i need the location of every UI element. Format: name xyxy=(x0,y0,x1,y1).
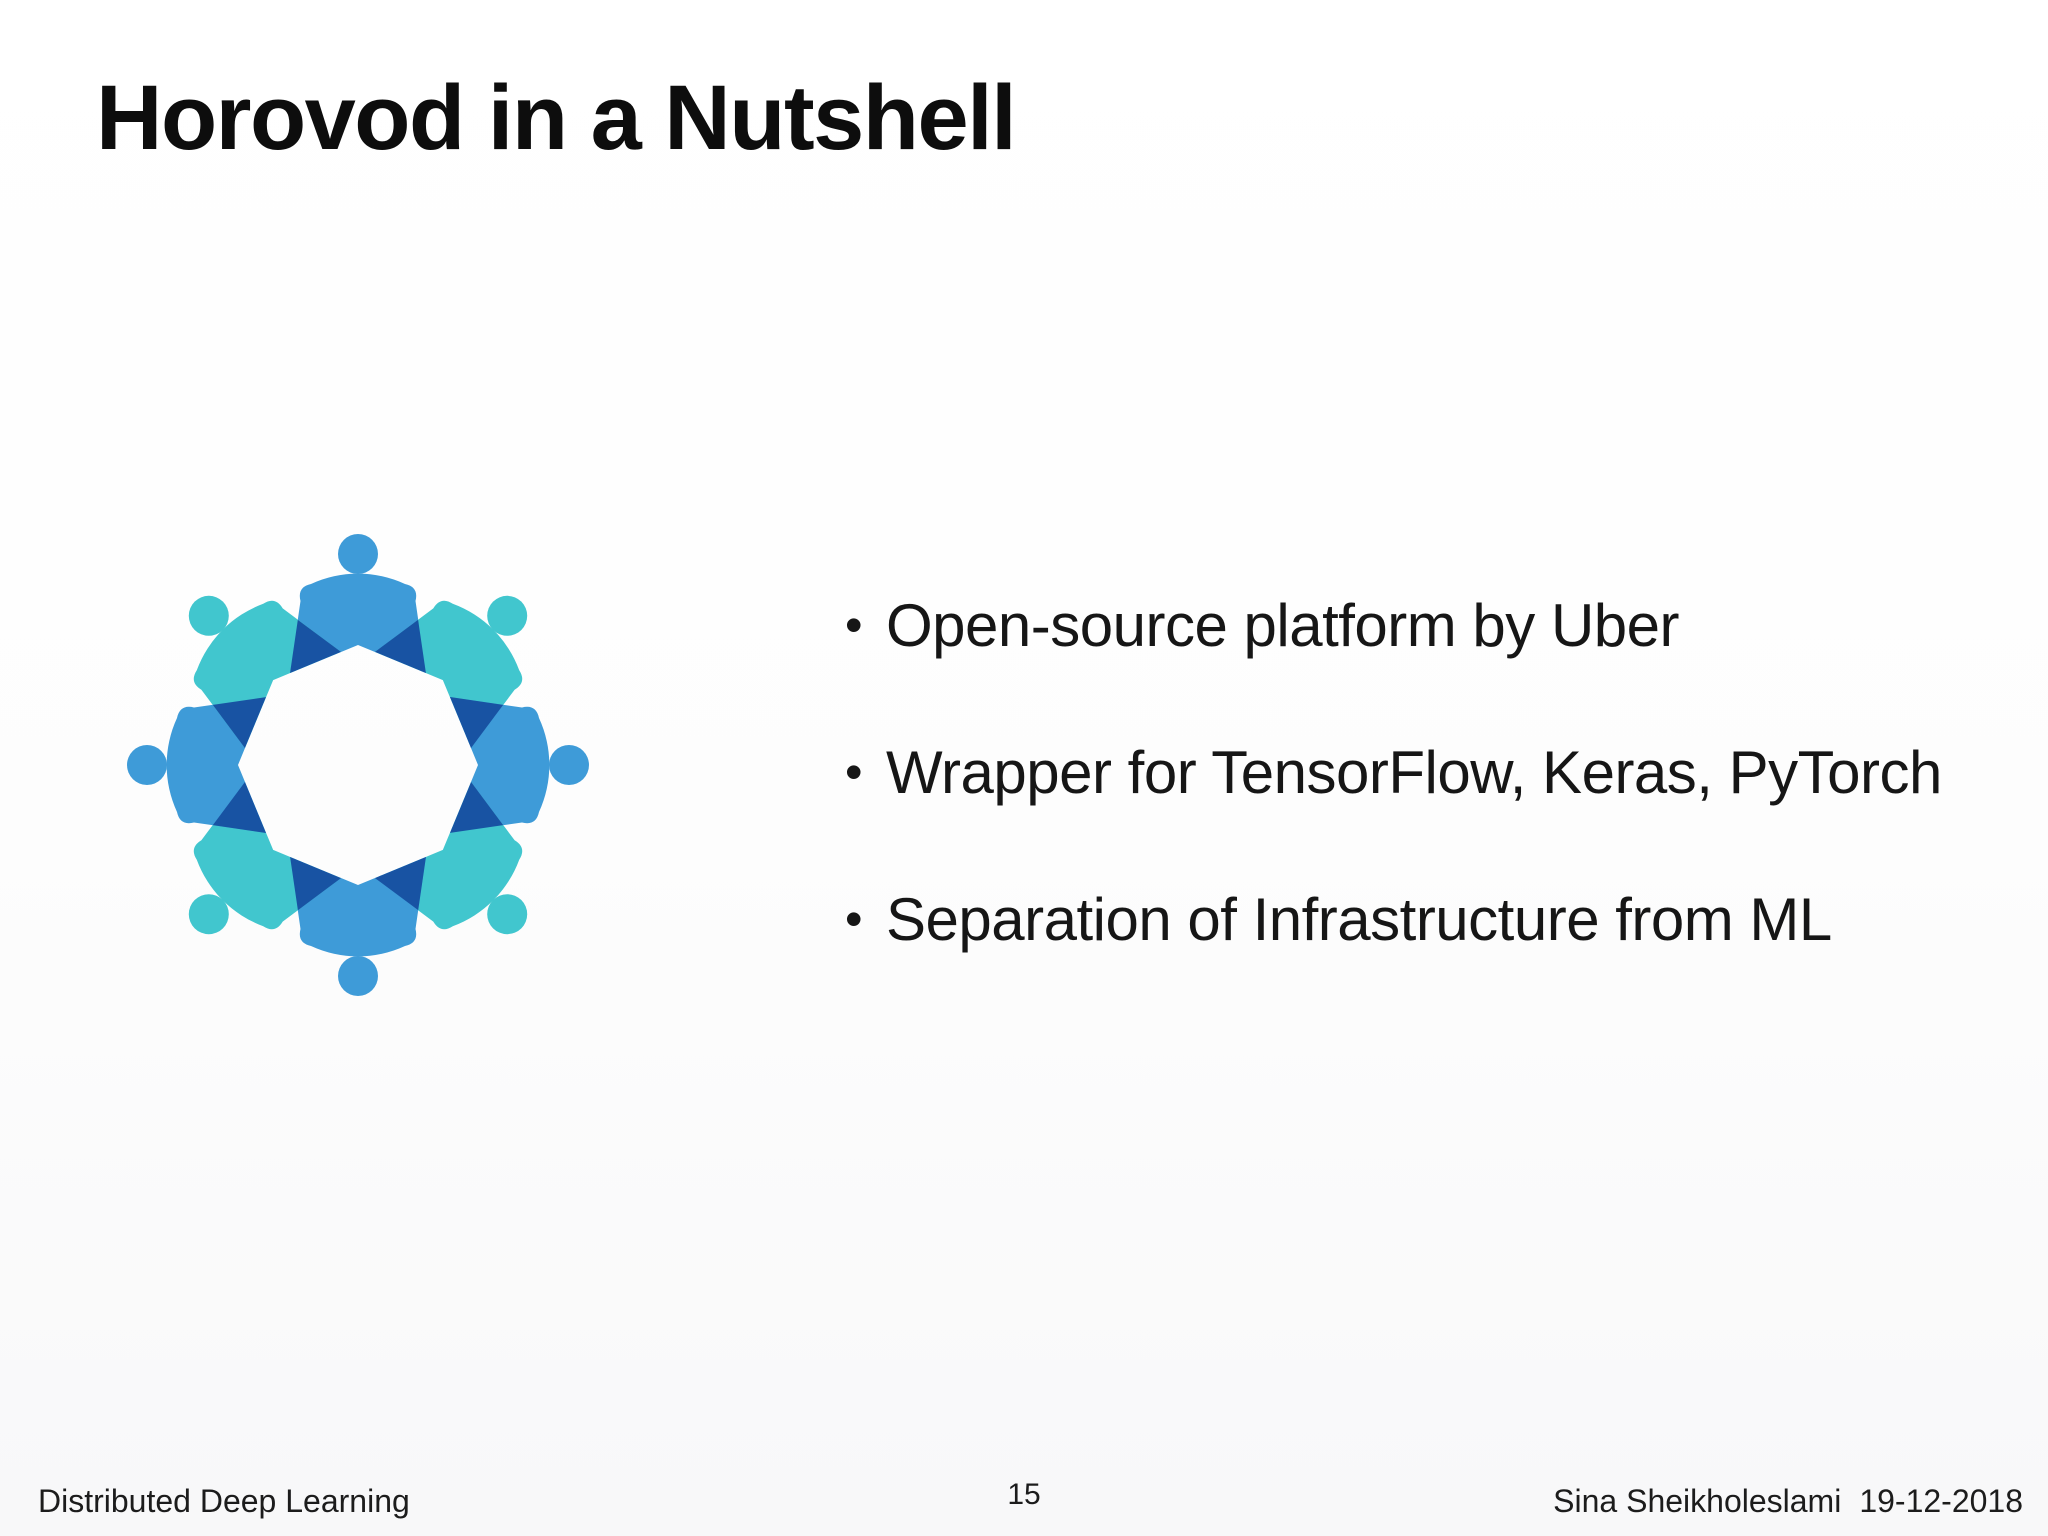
person-head xyxy=(487,894,528,935)
bullet-dot-icon: • xyxy=(845,597,863,653)
person-head xyxy=(188,894,229,935)
horovod-logo-svg xyxy=(127,534,589,996)
overlap-star-point xyxy=(375,856,426,911)
page-title: Horovod in a Nutshell xyxy=(96,67,1017,169)
person-head xyxy=(188,595,229,636)
overlap-star-point xyxy=(290,619,341,674)
bullet-item: • Separation of Infrastructure from ML xyxy=(845,882,2025,957)
bullet-text: Open-source platform by Uber xyxy=(886,592,1680,659)
overlap-star-point xyxy=(375,619,426,673)
bullet-text: Wrapper for TensorFlow, Keras, PyTorch xyxy=(886,739,1942,806)
overlap-star-point xyxy=(450,782,504,833)
footer-page-number: 15 xyxy=(1007,1478,1041,1511)
person-head xyxy=(549,745,589,785)
person-head xyxy=(338,956,378,996)
person-head xyxy=(127,745,167,785)
footer-author: Sina Sheikholeslami xyxy=(1553,1483,1842,1519)
overlap-star-point xyxy=(212,782,267,833)
footer-course-title: Distributed Deep Learning xyxy=(38,1483,410,1519)
footer-date: 19-12-2018 xyxy=(1859,1483,2023,1519)
overlap-star-point xyxy=(290,857,341,911)
bullet-list: • Open-source platform by Uber • Wrapper… xyxy=(845,588,2025,1029)
horovod-logo xyxy=(108,515,608,1015)
bullet-item: • Open-source platform by Uber xyxy=(845,588,2025,663)
bullet-dot-icon: • xyxy=(845,744,863,800)
bullet-item: • Wrapper for TensorFlow, Keras, PyTorch xyxy=(845,735,2025,810)
footer-author-date: Sina Sheikholeslami 19-12-2018 xyxy=(1553,1485,2023,1517)
bullet-text: Separation of Infrastructure from ML xyxy=(886,886,1832,953)
bullet-dot-icon: • xyxy=(845,891,863,947)
person-head xyxy=(338,534,378,574)
person-head xyxy=(487,595,528,636)
overlap-star-point xyxy=(212,697,266,748)
overlap-star-point xyxy=(449,697,504,748)
